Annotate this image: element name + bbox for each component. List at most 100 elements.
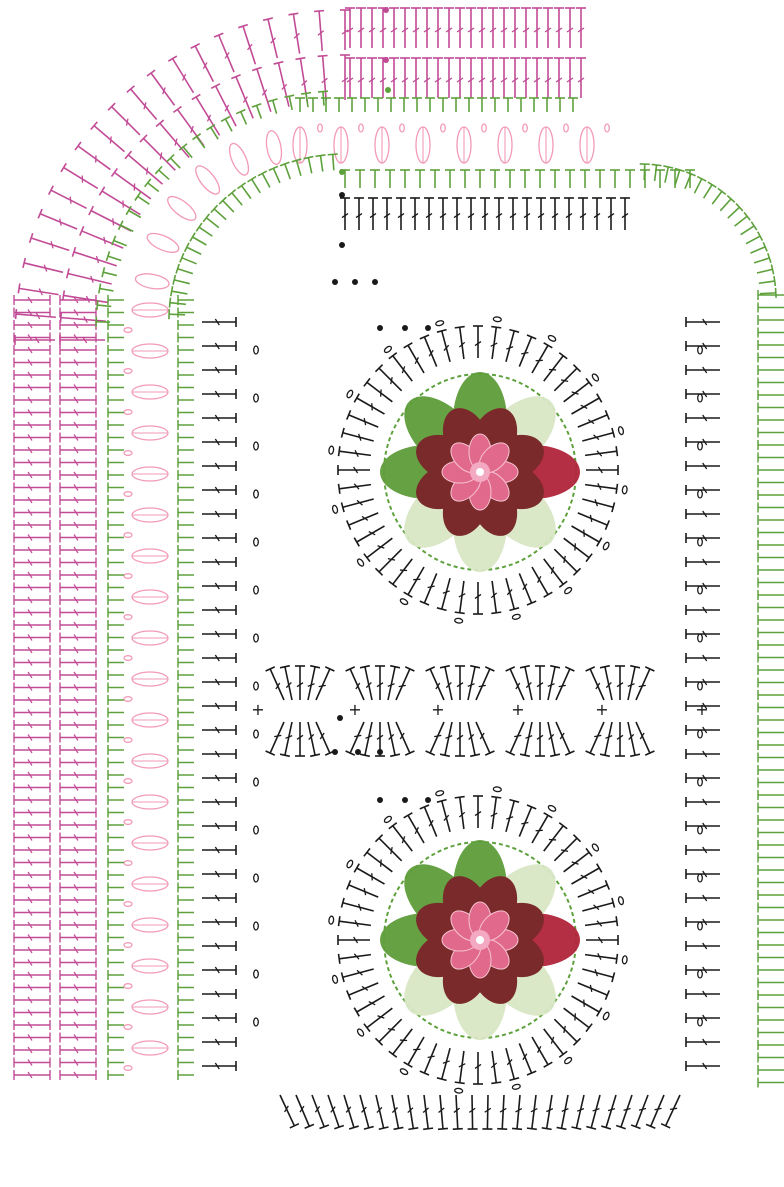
single-crochet-icon — [108, 870, 124, 880]
single-crochet-icon — [178, 320, 194, 330]
chain-icon — [124, 1066, 132, 1071]
chain-icon — [254, 394, 259, 402]
double-crochet-icon — [422, 58, 432, 98]
double-crochet-icon — [565, 58, 575, 98]
single-crochet-icon — [758, 928, 784, 938]
single-crochet-icon — [385, 170, 395, 188]
double-crochet-icon — [60, 783, 96, 793]
double-crochet-icon — [455, 797, 469, 830]
double-crochet-icon — [578, 198, 588, 230]
double-crochet-icon — [686, 725, 720, 735]
single-crochet-icon — [503, 98, 513, 112]
double-crochet-icon — [14, 570, 50, 580]
chain-icon — [698, 586, 703, 594]
double-crochet-icon — [515, 1042, 536, 1075]
double-crochet-icon — [14, 708, 50, 718]
puff-stitch-icon — [132, 385, 168, 399]
slip-stitch-icon — [377, 749, 383, 755]
double-crochet-icon — [561, 378, 592, 405]
double-crochet-icon — [14, 533, 50, 543]
single-crochet-icon — [112, 236, 129, 251]
single-crochet-icon — [178, 645, 194, 655]
single-crochet-icon — [108, 433, 124, 443]
puff-stitch-icon — [132, 672, 168, 686]
double-crochet-icon — [355, 1094, 373, 1129]
double-crochet-icon — [14, 933, 50, 943]
puff-stitch-icon — [264, 130, 284, 166]
double-crochet-icon — [686, 773, 720, 783]
single-crochet-icon — [328, 154, 339, 171]
chain-icon — [124, 861, 132, 866]
single-crochet-icon — [178, 470, 194, 480]
double-crochet-icon — [202, 437, 236, 447]
double-crochet-icon — [521, 8, 531, 48]
double-crochet-icon — [686, 533, 720, 543]
double-crochet-icon — [14, 370, 50, 380]
single-crochet-icon — [301, 93, 313, 108]
single-crochet-icon — [758, 503, 784, 513]
chain-icon — [591, 373, 600, 382]
double-crochet-icon — [60, 520, 96, 530]
double-crochet-icon — [466, 198, 476, 230]
single-crochet-icon — [108, 370, 124, 380]
single-crochet-icon — [178, 1070, 194, 1080]
single-crochet-icon — [108, 683, 124, 693]
double-crochet-icon — [38, 209, 79, 234]
double-crochet-icon — [586, 465, 618, 475]
single-crochet-icon — [108, 945, 124, 955]
single-crochet-icon — [178, 970, 194, 980]
double-crochet-icon — [140, 135, 179, 174]
single-crochet-icon — [670, 168, 684, 186]
double-crochet-icon — [375, 666, 385, 700]
chain-icon — [254, 730, 259, 738]
single-crochet-icon — [178, 608, 194, 618]
puff-stitch-icon — [134, 272, 170, 292]
double-crochet-icon — [466, 58, 476, 98]
double-crochet-icon — [339, 1094, 359, 1129]
double-crochet-icon — [477, 58, 487, 98]
double-crochet-icon — [375, 365, 405, 395]
single-crochet-icon — [758, 1078, 784, 1088]
single-crochet-icon — [758, 303, 784, 313]
double-crochet-icon — [202, 965, 236, 975]
chain-icon — [124, 533, 132, 538]
double-crochet-icon — [307, 1093, 329, 1128]
single-crochet-icon — [219, 197, 237, 215]
double-crochet-icon — [686, 917, 720, 927]
double-crochet-icon — [581, 964, 614, 982]
double-crochet-icon — [426, 667, 449, 702]
single-crochet-icon — [171, 286, 188, 299]
single-crochet-icon — [108, 308, 124, 318]
double-crochet-icon — [60, 820, 96, 830]
double-crochet-icon — [60, 945, 96, 955]
single-crochet-icon — [108, 1033, 124, 1043]
double-crochet-icon — [586, 667, 609, 702]
single-crochet-icon — [516, 98, 526, 112]
double-crochet-icon — [506, 667, 529, 702]
double-crochet-icon — [584, 480, 617, 494]
double-crochet-icon — [339, 916, 372, 930]
single-crochet-icon — [639, 164, 650, 180]
single-crochet-icon — [758, 665, 784, 675]
single-crochet-icon — [108, 345, 124, 355]
double-crochet-icon — [60, 883, 96, 893]
double-crochet-icon — [60, 908, 96, 918]
double-crochet-icon — [615, 666, 625, 700]
double-crochet-icon — [127, 86, 161, 123]
double-crochet-icon — [60, 308, 96, 318]
single-crochet-icon — [108, 720, 124, 730]
double-crochet-icon — [60, 358, 96, 368]
double-crochet-icon — [569, 992, 602, 1017]
double-crochet-icon — [60, 633, 96, 643]
double-crochet-icon — [60, 408, 96, 418]
double-crochet-icon — [482, 1095, 493, 1129]
double-crochet-icon — [477, 8, 487, 48]
double-crochet-icon — [60, 770, 96, 780]
double-crochet-icon — [30, 233, 71, 255]
double-crochet-icon — [339, 950, 372, 964]
double-crochet-icon — [433, 8, 443, 48]
double-crochet-icon — [686, 365, 720, 375]
double-crochet-icon — [23, 258, 64, 277]
double-crochet-icon — [532, 8, 542, 48]
double-crochet-icon — [14, 995, 50, 1005]
